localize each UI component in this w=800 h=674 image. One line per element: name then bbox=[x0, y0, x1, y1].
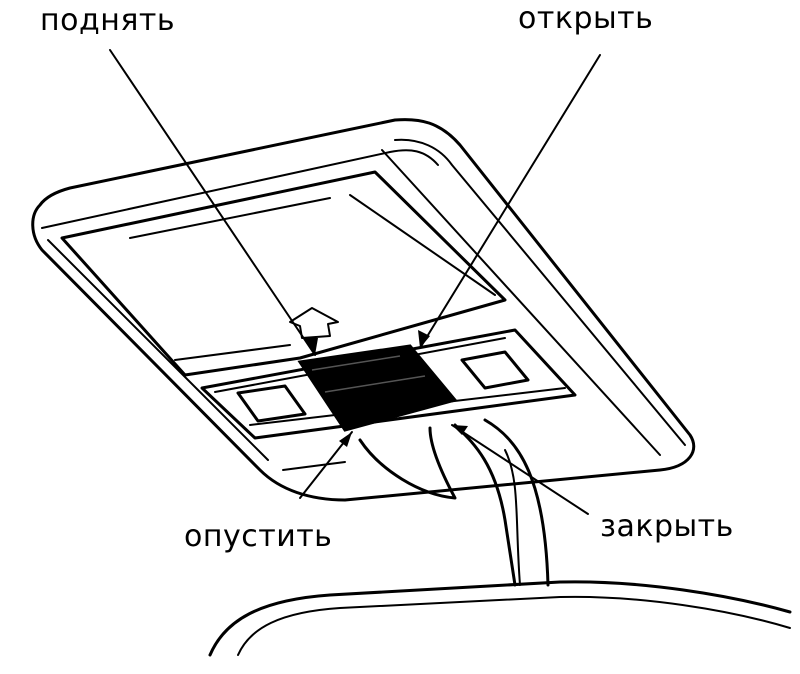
label-open: открыть bbox=[518, 1, 654, 36]
support-stalk bbox=[453, 418, 550, 587]
roof-line bbox=[208, 580, 792, 657]
lower-trim bbox=[282, 426, 457, 500]
lens-panel bbox=[60, 170, 507, 377]
arrowhead-close bbox=[452, 425, 468, 435]
label-raise: поднять bbox=[40, 3, 176, 38]
arrowhead-raise bbox=[303, 338, 318, 355]
label-lower: опустить bbox=[184, 519, 333, 554]
console-housing bbox=[31, 118, 696, 502]
leader-open bbox=[419, 54, 601, 349]
right-lamp-window bbox=[460, 350, 530, 390]
up-arrow-icon bbox=[289, 307, 339, 339]
left-lamp-window bbox=[236, 384, 307, 423]
leader-lines bbox=[109, 49, 601, 515]
leader-raise bbox=[109, 49, 316, 356]
arrowhead-lower bbox=[339, 432, 352, 447]
arrowheads bbox=[303, 330, 468, 447]
central-switch bbox=[297, 344, 458, 432]
leader-close bbox=[451, 424, 589, 515]
label-close: закрыть bbox=[600, 509, 734, 544]
arrowhead-open bbox=[418, 330, 430, 348]
